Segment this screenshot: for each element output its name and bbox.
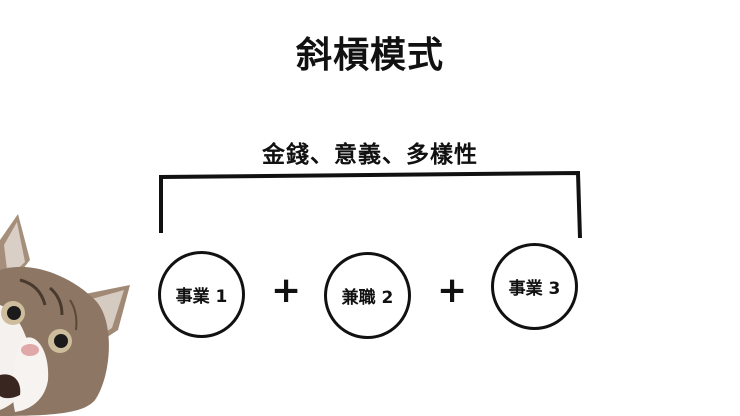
node-business-1: 事業 1 [158,251,245,338]
node-label: 事業 1 [175,287,228,307]
page-title: 斜槓模式 [295,35,444,76]
bracket-label: 金錢、意義、多樣性 [262,142,478,168]
node-business-3: 事業 3 [491,243,578,330]
plus-icon: + [437,270,468,311]
node-label: 兼職 2 [341,288,394,308]
cat-illustration [0,214,130,416]
node-label: 事業 3 [508,279,561,299]
node-side-job-2: 兼職 2 [324,252,411,339]
plus-icon: + [271,270,302,311]
